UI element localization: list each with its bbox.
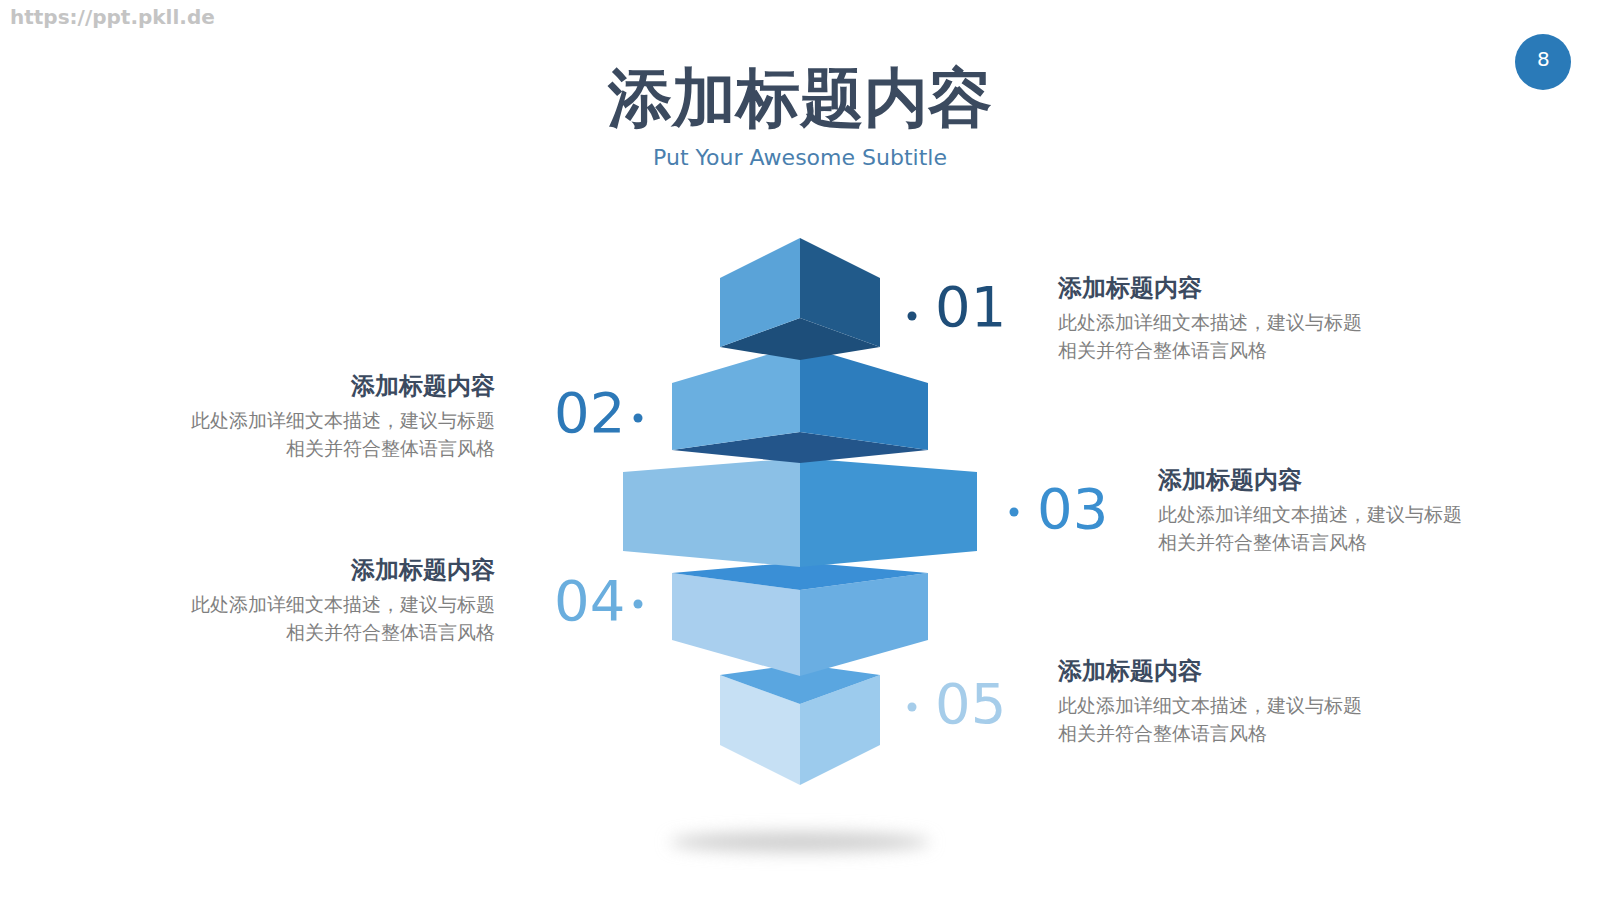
item-heading: 添加标题内容 [1158, 464, 1468, 496]
item-heading: 添加标题内容 [185, 370, 495, 402]
prism-face [672, 345, 800, 450]
page-badge [1515, 34, 1571, 90]
prism-face [623, 458, 800, 567]
text-block: 添加标题内容此处添加详细文本描述，建议与标题相关并符合整体语言风格 [1058, 272, 1368, 364]
callout-number: 03 [1037, 478, 1108, 540]
prism-face [720, 238, 800, 347]
text-block: 添加标题内容此处添加详细文本描述，建议与标题相关并符合整体语言风格 [1158, 464, 1468, 556]
text-block: 添加标题内容此处添加详细文本描述，建议与标题相关并符合整体语言风格 [1058, 655, 1368, 747]
text-block: 添加标题内容此处添加详细文本描述，建议与标题相关并符合整体语言风格 [185, 370, 495, 462]
callout-dot [908, 703, 917, 712]
prism-face [800, 458, 977, 567]
prism-face [800, 345, 928, 450]
callout-number: 02 [554, 382, 625, 444]
prism-face [672, 573, 800, 676]
prism-face [800, 238, 880, 347]
callout-dot [634, 414, 643, 423]
callout-dot [908, 312, 917, 321]
watermark: https://ppt.pkll.de [10, 6, 215, 28]
slide-subtitle: Put Your Awesome Subtitle [0, 143, 1600, 173]
callout-number: 04 [554, 570, 625, 632]
floor-shadow [670, 832, 930, 852]
item-body: 此处添加详细文本描述，建议与标题相关并符合整体语言风格 [1058, 691, 1368, 747]
item-body: 此处添加详细文本描述，建议与标题相关并符合整体语言风格 [185, 406, 495, 462]
item-heading: 添加标题内容 [1058, 272, 1368, 304]
callout-number: 05 [935, 673, 1006, 735]
item-heading: 添加标题内容 [1058, 655, 1368, 687]
prism-face [800, 573, 928, 676]
item-body: 此处添加详细文本描述，建议与标题相关并符合整体语言风格 [1058, 308, 1368, 364]
text-block: 添加标题内容此处添加详细文本描述，建议与标题相关并符合整体语言风格 [185, 554, 495, 646]
callout-dot [1010, 508, 1019, 517]
item-body: 此处添加详细文本描述，建议与标题相关并符合整体语言风格 [1158, 500, 1468, 556]
slide-title: 添加标题内容 [0, 58, 1600, 138]
item-body: 此处添加详细文本描述，建议与标题相关并符合整体语言风格 [185, 590, 495, 646]
item-heading: 添加标题内容 [185, 554, 495, 586]
callout-number: 01 [935, 276, 1006, 338]
page-number: 8 [1537, 48, 1550, 70]
callout-dot [634, 600, 643, 609]
